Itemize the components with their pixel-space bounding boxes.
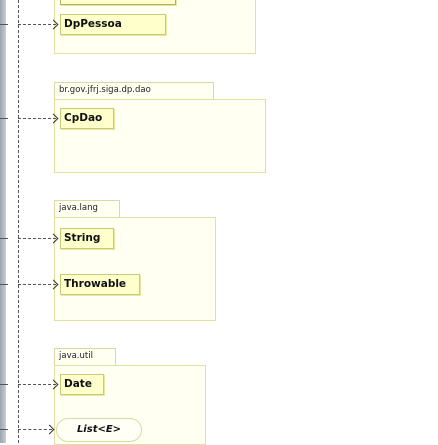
class-cpdao[interactable]: CpDao (60, 108, 114, 129)
package-tab-java-util: java.util (54, 348, 116, 366)
connector-trunk (18, 0, 19, 443)
tree-marker (0, 429, 8, 430)
cut-off-class (60, 0, 176, 5)
tree-marker (0, 238, 8, 239)
connector-dppessoa (18, 24, 56, 25)
connector-list (18, 429, 52, 430)
connector-date (18, 384, 56, 385)
tree-marker (0, 24, 8, 25)
class-throwable[interactable]: Throwable (60, 274, 140, 295)
class-date[interactable]: Date (60, 374, 104, 395)
left-sidebar (0, 0, 6, 443)
class-dppessoa[interactable]: DpPessoa (60, 14, 166, 35)
connector-cpdao (18, 118, 56, 119)
tree-marker (0, 384, 8, 385)
class-string[interactable]: String (60, 228, 114, 249)
interface-list[interactable]: List<E> (56, 418, 142, 442)
package-tab-java-lang: java.lang (54, 200, 120, 218)
package-tab-dao: br.gov.jfrj.siga.dp.dao (54, 82, 214, 100)
connector-throwable (18, 284, 56, 285)
connector-string (18, 238, 56, 239)
arrowhead-icon (44, 424, 55, 435)
tree-marker (0, 284, 8, 285)
tree-marker (0, 118, 8, 119)
